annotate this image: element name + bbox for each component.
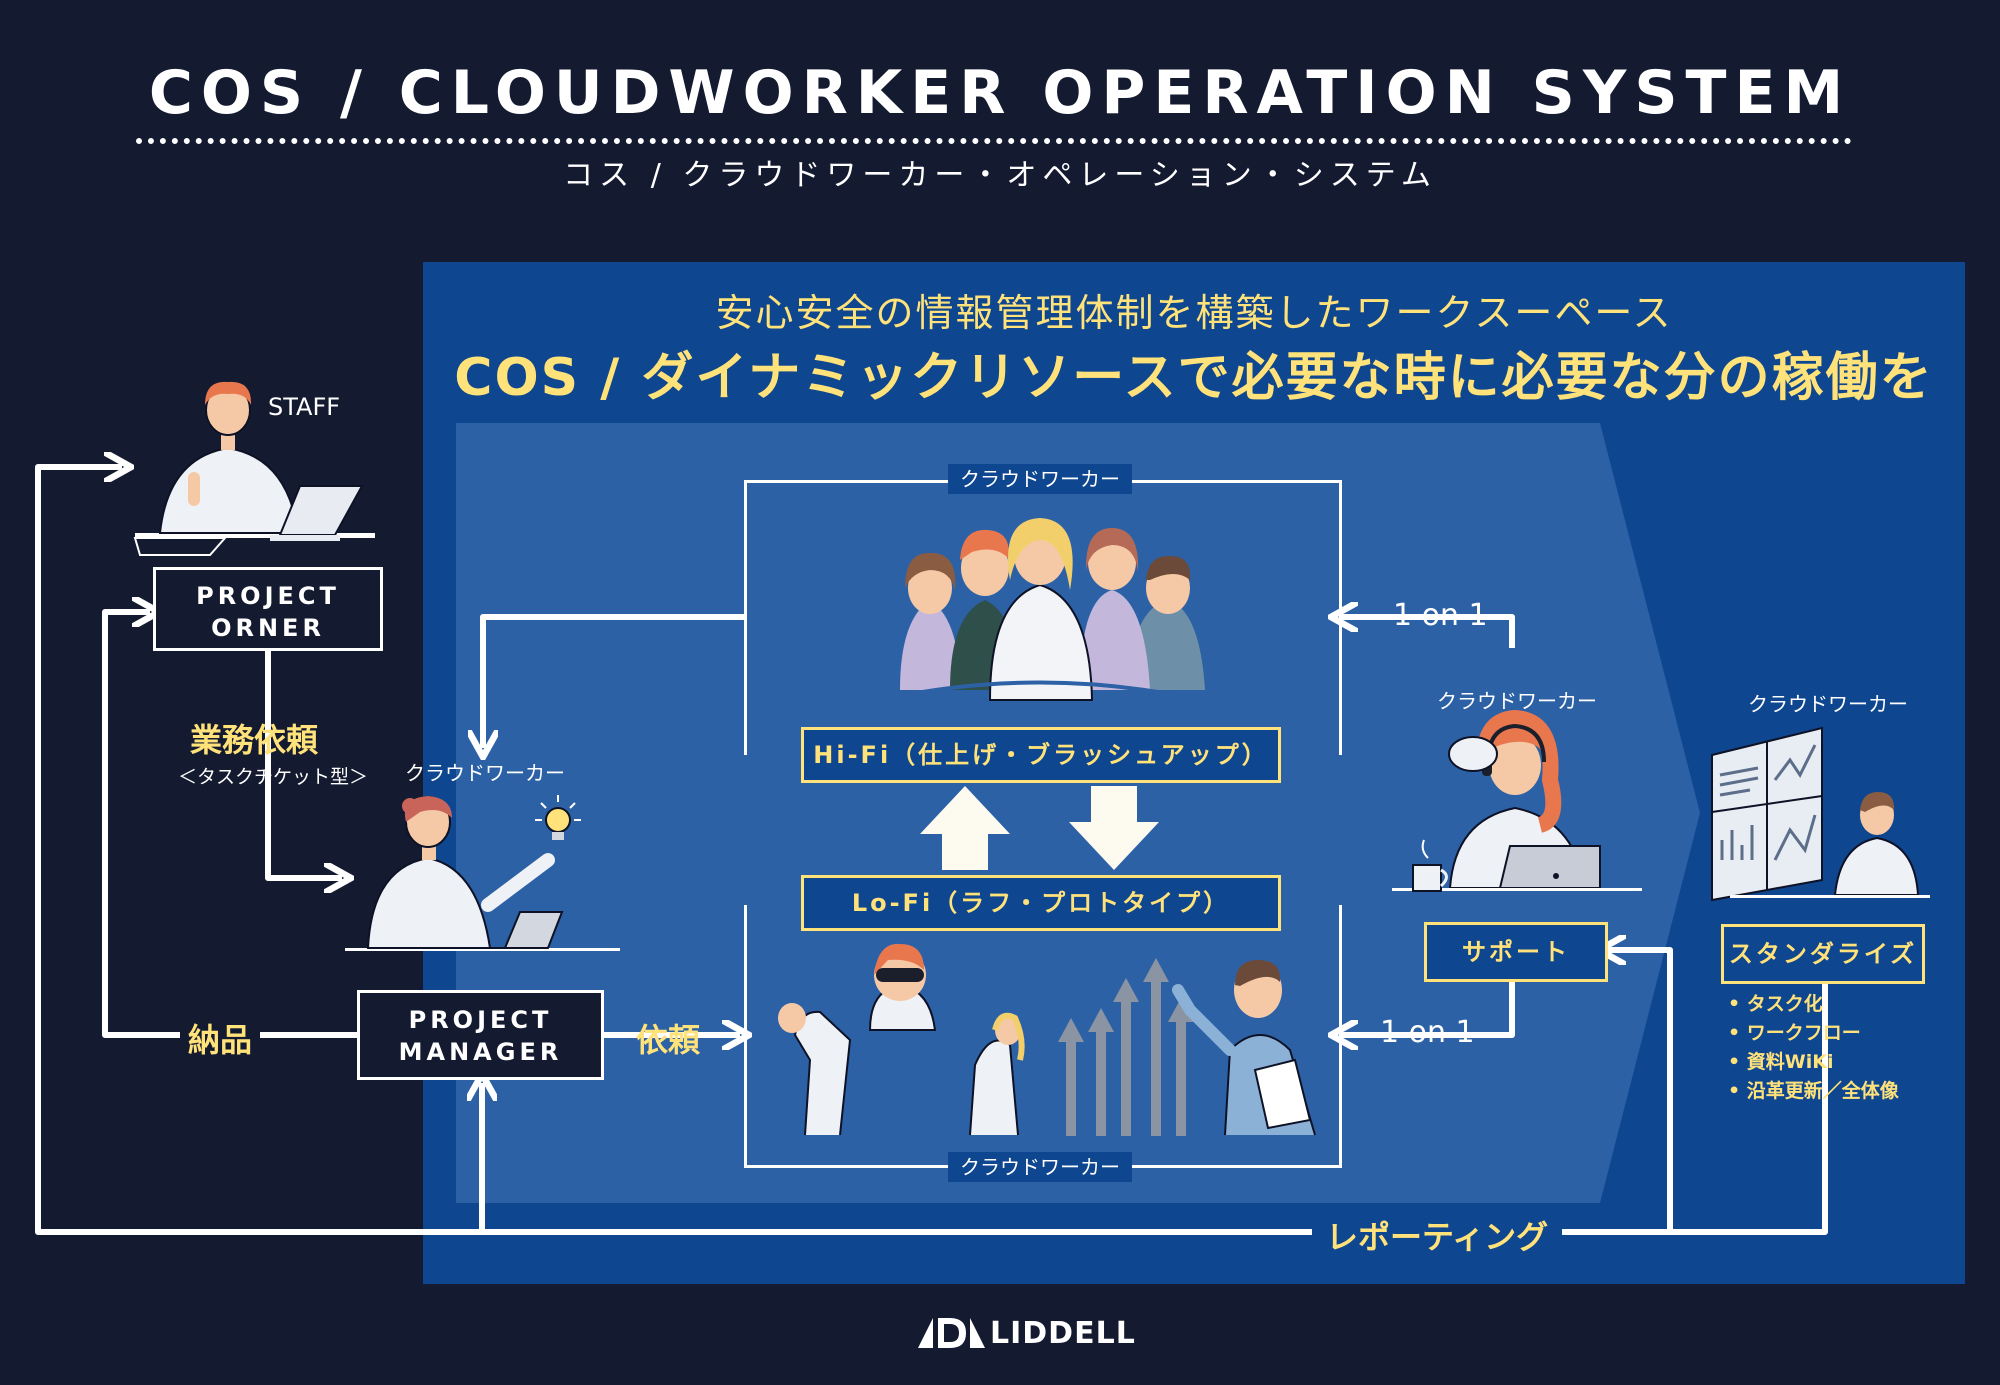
one-on-one-bottom-arrow bbox=[1340, 982, 1515, 1035]
hifi-team-illustration bbox=[879, 518, 1205, 702]
pm-worker-illustration bbox=[345, 795, 620, 951]
arrow-icon bbox=[1069, 786, 1159, 870]
pm-worker-label: クラウドワーカー bbox=[405, 761, 565, 785]
list-item: 資料WiKi bbox=[1728, 1048, 1899, 1077]
coffee-cup-icon bbox=[1412, 839, 1448, 892]
liddell-logo-mark bbox=[918, 1318, 985, 1348]
delivery-arrow bbox=[102, 612, 360, 1038]
staff-illustration bbox=[133, 381, 375, 556]
laptop-icon bbox=[470, 911, 564, 949]
lightbulb-icon bbox=[535, 795, 581, 840]
project-owner-box: PROJECT ORNER bbox=[153, 567, 383, 651]
hifi-frame bbox=[744, 480, 1342, 755]
cos-inner-panel bbox=[456, 423, 1700, 1203]
standardize-worker-label: クラウドワーカー bbox=[1748, 692, 1908, 716]
hifi-label-box: Hi-Fi（仕上げ・ブラッシュアップ） bbox=[801, 727, 1281, 783]
order-label: 依頼 bbox=[636, 1021, 701, 1059]
page-subtitle: コス / クラウドワーカー・オペレーション・システム bbox=[563, 158, 1437, 193]
hifi-worker-tag: クラウドワーカー bbox=[948, 464, 1132, 494]
support-box: サポート bbox=[1424, 922, 1608, 982]
lofi-frame bbox=[744, 905, 1342, 1168]
standardize-list: タスク化 ワークフロー 資料WiKi 沿革更新／全体像 bbox=[1728, 990, 1899, 1106]
list-item: ワークフロー bbox=[1728, 1019, 1899, 1048]
request-label: 業務依頼 bbox=[190, 721, 319, 759]
project-manager-box: PROJECT MANAGER bbox=[357, 990, 604, 1080]
page-title: COS / CLOUDWORKER OPERATION SYSTEM bbox=[148, 58, 1852, 128]
panel-headline-1: 安心安全の情報管理体制を構築したワークスーペース bbox=[715, 291, 1673, 335]
support-worker-label: クラウドワーカー bbox=[1437, 689, 1597, 713]
title-divider bbox=[136, 138, 1852, 144]
list-item: タスク化 bbox=[1728, 990, 1899, 1019]
delivery-label: 納品 bbox=[180, 1015, 261, 1061]
request-arrow bbox=[265, 650, 342, 878]
staff-label: STAFF bbox=[268, 393, 341, 421]
list-item: 沿革更新／全体像 bbox=[1728, 1077, 1899, 1106]
standardize-box: スタンダライズ bbox=[1721, 924, 1925, 984]
support-worker-illustration bbox=[1392, 709, 1642, 892]
reporting-label: レポーティング bbox=[1312, 1212, 1563, 1258]
reporting-loop-line bbox=[35, 467, 1828, 1235]
lofi-label-box: Lo-Fi（ラフ・プロトタイプ） bbox=[801, 875, 1281, 931]
one-on-one-bottom-label: 1 on 1 bbox=[1380, 1015, 1475, 1050]
reporting-support-arrow bbox=[1608, 950, 1673, 1232]
speech-bubble-icon bbox=[1448, 736, 1498, 772]
laptop-icon bbox=[1498, 845, 1601, 889]
arrow-icon bbox=[920, 786, 1010, 870]
dashboard-icon bbox=[1711, 726, 1930, 902]
one-on-one-top-label: 1 on 1 bbox=[1393, 598, 1488, 633]
liddell-logo: LIDDELL bbox=[990, 1316, 1136, 1351]
one-on-one-top-arrow bbox=[1340, 617, 1515, 648]
hifi-return-arrow bbox=[483, 614, 744, 748]
request-sublabel: ＜タスクチケット型＞ bbox=[178, 766, 369, 788]
panel-headline-2: COS / ダイナミックリソースで必要な時に必要な分の稼働を bbox=[454, 348, 1934, 408]
lofi-team-illustration bbox=[778, 943, 1316, 1136]
lofi-worker-tag: クラウドワーカー bbox=[948, 1152, 1132, 1182]
rising-arrows bbox=[1058, 958, 1194, 1136]
laptop-icon bbox=[278, 485, 364, 536]
